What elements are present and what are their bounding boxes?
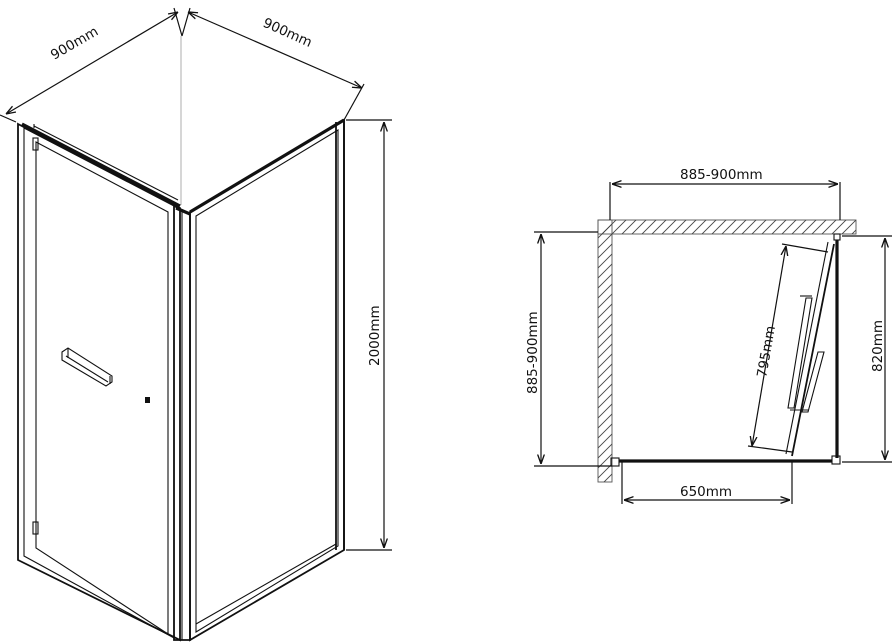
fixed-panel (189, 118, 345, 642)
plan-entrance-dimension (621, 462, 793, 504)
plan-door-open (747, 241, 835, 457)
width-left-label: 900mm (48, 24, 101, 64)
plan-panel-dimension (842, 235, 892, 463)
plan-depth-label: 885-900mm (525, 311, 541, 394)
width-right-label: 900mm (260, 15, 314, 51)
corner-post (173, 204, 191, 641)
magnetic-catch (145, 397, 150, 403)
width-right-dimension (181, 7, 365, 121)
height-dimension (346, 119, 392, 551)
door-handle (61, 347, 113, 387)
plan-fixed-panel (831, 233, 841, 465)
door-panel (17, 122, 181, 642)
plan-width-dimension (609, 182, 841, 220)
plan-depth-dimension (534, 231, 612, 467)
plan-front-rail (610, 457, 832, 467)
plan-panel-label: 820mm (870, 320, 886, 372)
height-label: 2000mm (367, 305, 383, 366)
wall-left (597, 219, 613, 483)
plan-entrance-label: 650mm (680, 484, 732, 500)
plan-width-label: 885-900mm (680, 167, 763, 183)
plan-door-diag-label: 795mm (754, 325, 779, 379)
width-left-dimension (0, 7, 183, 123)
plan-view (534, 182, 892, 504)
perspective-view (0, 7, 392, 642)
